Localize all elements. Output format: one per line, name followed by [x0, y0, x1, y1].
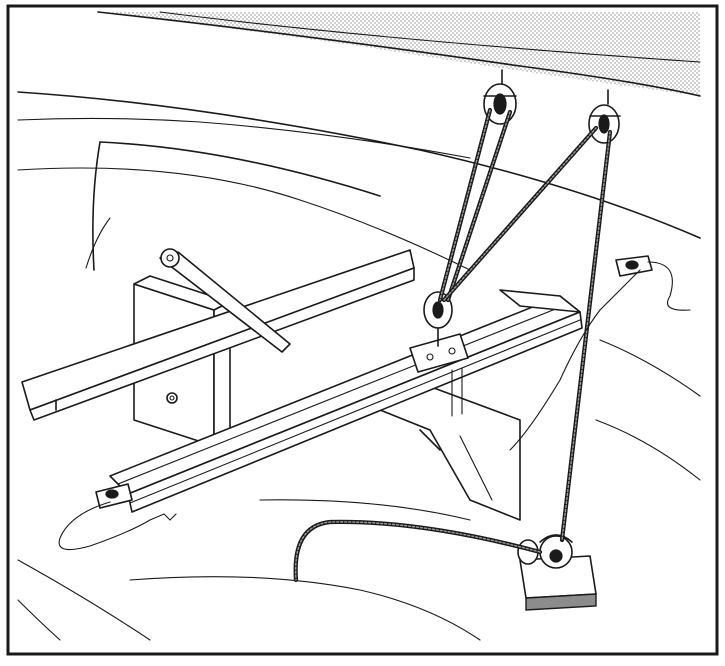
port-cleat: [95, 483, 133, 509]
cleat-lines: [58, 261, 691, 551]
boom: [97, 11, 701, 97]
starboard-cleat: [615, 255, 653, 277]
swivel-block: [517, 534, 597, 611]
hull-deck: [17, 91, 701, 641]
mainsheet-rope: [293, 107, 613, 583]
frame: [6, 4, 719, 656]
traveller-car: [409, 333, 469, 373]
thwart: [21, 249, 415, 421]
rudder-pin: [159, 248, 291, 353]
cockpit-coaming: [85, 141, 381, 271]
upper-block-aft: [588, 89, 621, 144]
